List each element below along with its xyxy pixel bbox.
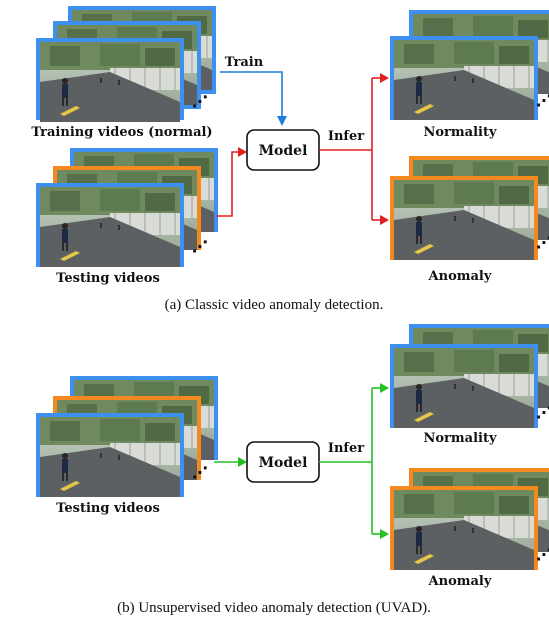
- normality-label: Normality: [423, 125, 496, 140]
- video-frame: [390, 176, 538, 261]
- video-frame: [390, 344, 538, 429]
- infer-arrows: [319, 383, 389, 539]
- train-arrow: [220, 71, 287, 126]
- train-label: Train: [225, 55, 264, 70]
- testing-video-stack: ⋰: [36, 376, 218, 498]
- model-label: Model: [259, 143, 308, 159]
- ellipsis-icon: ⋰: [192, 92, 208, 111]
- infer-arrows: [319, 73, 389, 225]
- normality-label: Normality: [423, 431, 496, 446]
- model-label: Model: [259, 455, 308, 471]
- training-videos-label: Training videos (normal): [31, 125, 212, 140]
- training-video-stack: ⋰: [36, 6, 216, 123]
- anomaly-video-stack: ⋰: [390, 156, 549, 261]
- testing-video-stack: ⋰: [36, 148, 218, 268]
- video-frame: [36, 38, 184, 123]
- video-frame: [36, 413, 184, 498]
- ellipsis-icon: ⋰: [536, 403, 549, 422]
- infer-label: Infer: [328, 129, 364, 144]
- ellipsis-icon: ⋰: [536, 545, 549, 564]
- video-frame: [390, 36, 538, 121]
- testing-to-model-arrow: [214, 457, 247, 467]
- video-frame: [390, 486, 538, 571]
- infer-label: Infer: [328, 441, 364, 456]
- testing-videos-label: Testing videos: [56, 501, 160, 516]
- model-box: Model: [246, 441, 320, 483]
- ellipsis-icon: ⋰: [192, 463, 208, 482]
- ellipsis-icon: ⋰: [192, 237, 208, 256]
- video-frame: [36, 183, 184, 268]
- normality-video-stack: ⋰: [390, 10, 549, 121]
- ellipsis-icon: ⋰: [536, 233, 549, 252]
- caption-a: (a) Classic video anomaly detection.: [165, 297, 384, 313]
- anomaly-label: Anomaly: [428, 574, 492, 589]
- anomaly-label: Anomaly: [428, 269, 492, 284]
- testing-videos-label: Testing videos: [56, 271, 160, 286]
- anomaly-video-stack: ⋰: [390, 468, 549, 571]
- caption-b: (b) Unsupervised video anomaly detection…: [117, 600, 431, 616]
- normality-video-stack: ⋰: [390, 324, 549, 429]
- ellipsis-icon: ⋰: [536, 91, 549, 110]
- model-box: Model: [246, 129, 320, 171]
- testing-to-model-arrow: [216, 147, 247, 217]
